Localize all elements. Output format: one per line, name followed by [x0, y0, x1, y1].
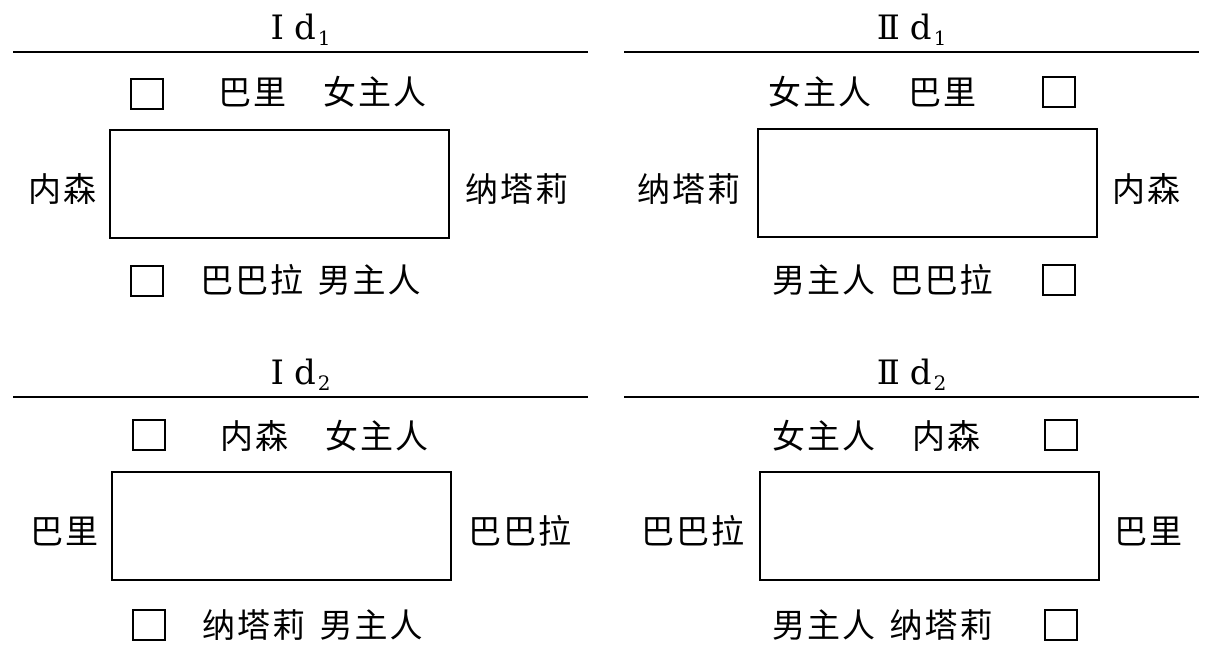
- title-subscript: 1: [933, 26, 947, 50]
- title-subscript: 2: [933, 371, 947, 395]
- title-rule: [624, 396, 1199, 398]
- left-label: 内森: [28, 170, 98, 209]
- title-letter: d: [293, 8, 316, 48]
- title-roman: Ⅱ: [876, 353, 900, 393]
- top-checkbox[interactable]: [130, 78, 164, 110]
- table-box: [111, 471, 452, 581]
- title-rule: [624, 51, 1199, 53]
- table-box: [757, 128, 1098, 238]
- bottom-label: 巴巴拉 男主人: [200, 261, 423, 300]
- title-rule: [13, 396, 588, 398]
- top-checkbox[interactable]: [1044, 419, 1078, 451]
- bottom-label: 男主人 巴巴拉: [772, 261, 995, 300]
- top-label: 内森 女主人: [220, 417, 430, 456]
- bottom-checkbox[interactable]: [130, 265, 164, 297]
- right-label: 内森: [1112, 170, 1182, 209]
- top-label: 巴里 女主人: [218, 73, 428, 112]
- title-subscript: 1: [317, 26, 331, 50]
- left-label: 巴里: [30, 512, 100, 551]
- bottom-checkbox[interactable]: [1042, 264, 1076, 296]
- bottom-checkbox[interactable]: [132, 609, 166, 641]
- left-label: 巴巴拉: [641, 512, 746, 551]
- left-label: 纳塔莉: [637, 170, 742, 209]
- top-checkbox[interactable]: [132, 419, 166, 451]
- bottom-checkbox[interactable]: [1044, 609, 1078, 641]
- right-label: 巴巴拉: [468, 512, 573, 551]
- title-roman: Ⅱ: [876, 8, 900, 48]
- title-roman: Ⅰ: [270, 8, 284, 48]
- title-letter: d: [909, 353, 932, 393]
- top-checkbox[interactable]: [1042, 76, 1076, 108]
- top-label: 女主人 巴里: [768, 73, 978, 112]
- bottom-label: 男主人 纳塔莉: [772, 606, 995, 645]
- title-letter: d: [909, 8, 932, 48]
- bottom-label: 纳塔莉 男主人: [202, 606, 425, 645]
- table-box: [759, 471, 1100, 581]
- top-label: 女主人 内森: [772, 417, 982, 456]
- title-letter: d: [293, 353, 316, 393]
- title-roman: Ⅰ: [270, 353, 284, 393]
- right-label: 纳塔莉: [465, 170, 570, 209]
- title-subscript: 2: [317, 371, 331, 395]
- right-label: 巴里: [1114, 512, 1184, 551]
- title-rule: [13, 51, 588, 53]
- table-box: [109, 129, 450, 239]
